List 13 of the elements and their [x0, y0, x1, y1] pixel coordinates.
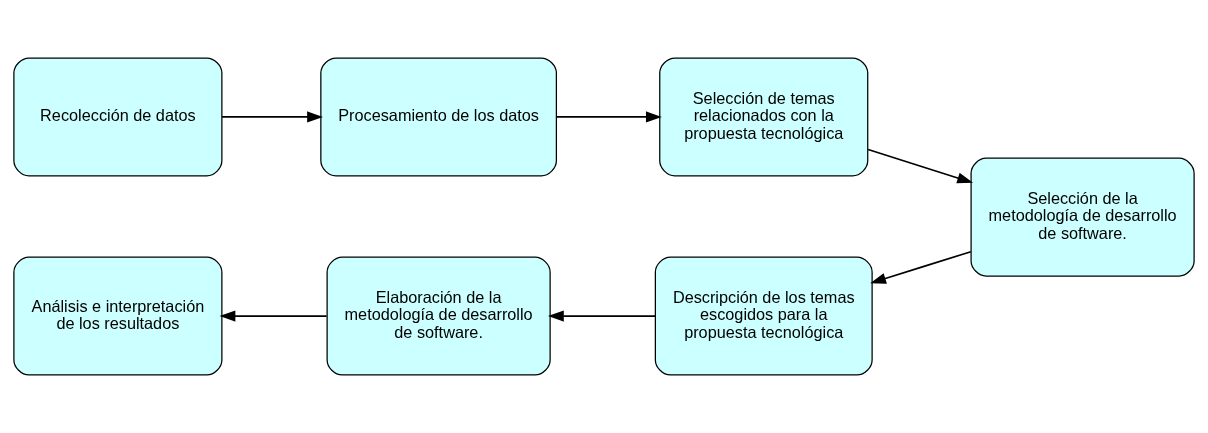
node-box: Selección de la metodología de desarrollo de software. — [970, 157, 1195, 277]
node-box: Elaboración de la metodología de desarrollo de software. — [326, 256, 551, 376]
arrow — [221, 111, 323, 123]
arrow — [548, 310, 657, 322]
node-box: Análisis e interpretación de los resultados — [13, 256, 223, 376]
arrow — [556, 111, 662, 123]
node-box: Recolección de datos — [13, 57, 223, 177]
arrow — [219, 310, 328, 322]
arrow — [870, 250, 972, 284]
arrow — [867, 148, 974, 184]
node-box: Selección de temas relacionados con la propuesta tecnológica — [659, 57, 869, 177]
node-box: Procesamiento de los datos — [320, 57, 557, 177]
node-box: Descripción de los temas escogidos para la propuesta tecnológica — [654, 256, 873, 376]
